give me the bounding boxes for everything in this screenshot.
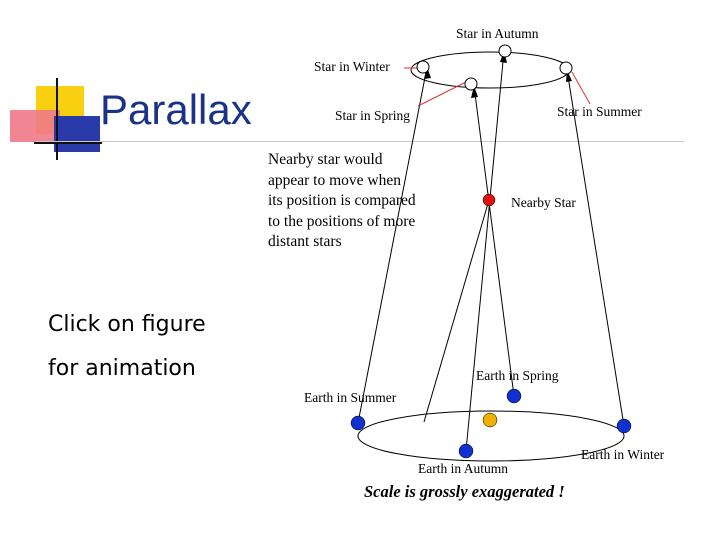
distant-stars xyxy=(416,44,573,91)
title-divider xyxy=(36,141,684,142)
earth-orbit xyxy=(357,410,625,462)
description-line: appear to move when xyxy=(268,172,401,189)
label-star-autumn: Star in Autumn xyxy=(456,26,539,41)
arrowhead-spring xyxy=(471,86,478,98)
label-star-winter: Star in Winter xyxy=(314,59,390,74)
slide-logo xyxy=(0,0,110,170)
star-summer-marker xyxy=(559,61,573,75)
label-star-spring: Star in Spring xyxy=(335,108,410,123)
star-autumn-marker xyxy=(498,44,512,58)
sight-line-autumn xyxy=(465,50,505,452)
label-earth-autumn: Earth in Autumn xyxy=(418,461,508,476)
sun-marker xyxy=(482,412,498,428)
sight-line-spring xyxy=(473,85,515,397)
star-spring-marker xyxy=(464,77,478,91)
pointer-summer xyxy=(571,71,591,105)
earth-spring-marker xyxy=(506,388,522,404)
instruction-line-2: for animation xyxy=(48,356,196,381)
description-line: distant stars xyxy=(268,233,342,250)
pointer-spring xyxy=(417,81,467,107)
sight-line-extra xyxy=(423,199,490,423)
label-nearby-star: Nearby Star xyxy=(511,195,576,210)
sight-line-summer xyxy=(357,66,428,424)
label-star-summer: Star in Summer xyxy=(557,104,642,119)
label-earth-winter: Earth in Winter xyxy=(581,447,665,462)
description-line: its position is compared xyxy=(268,192,416,209)
scale-note: Scale is grossly exaggerated ! xyxy=(364,482,565,501)
earth-autumn-marker xyxy=(458,443,474,459)
label-earth-summer: Earth in Summer xyxy=(304,390,397,405)
sight-line-winter xyxy=(566,69,625,427)
label-earth-spring: Earth in Spring xyxy=(476,368,559,383)
label-pointers xyxy=(404,67,591,107)
earth-winter-marker xyxy=(616,418,632,434)
description-line: Nearby star would xyxy=(268,151,383,168)
instruction-line-1: Click on figure xyxy=(48,312,206,337)
page-title: Parallax xyxy=(100,86,252,133)
description-line: to the positions of more xyxy=(268,213,415,230)
description-block: Nearby star would appear to move when it… xyxy=(268,151,416,250)
earth-summer-marker xyxy=(350,415,366,431)
distant-star-orbit xyxy=(410,51,570,89)
arrowhead-winter xyxy=(424,67,431,79)
sight-lines xyxy=(357,50,625,452)
nearby-star-marker xyxy=(482,193,496,207)
star-winter-marker xyxy=(416,60,430,74)
